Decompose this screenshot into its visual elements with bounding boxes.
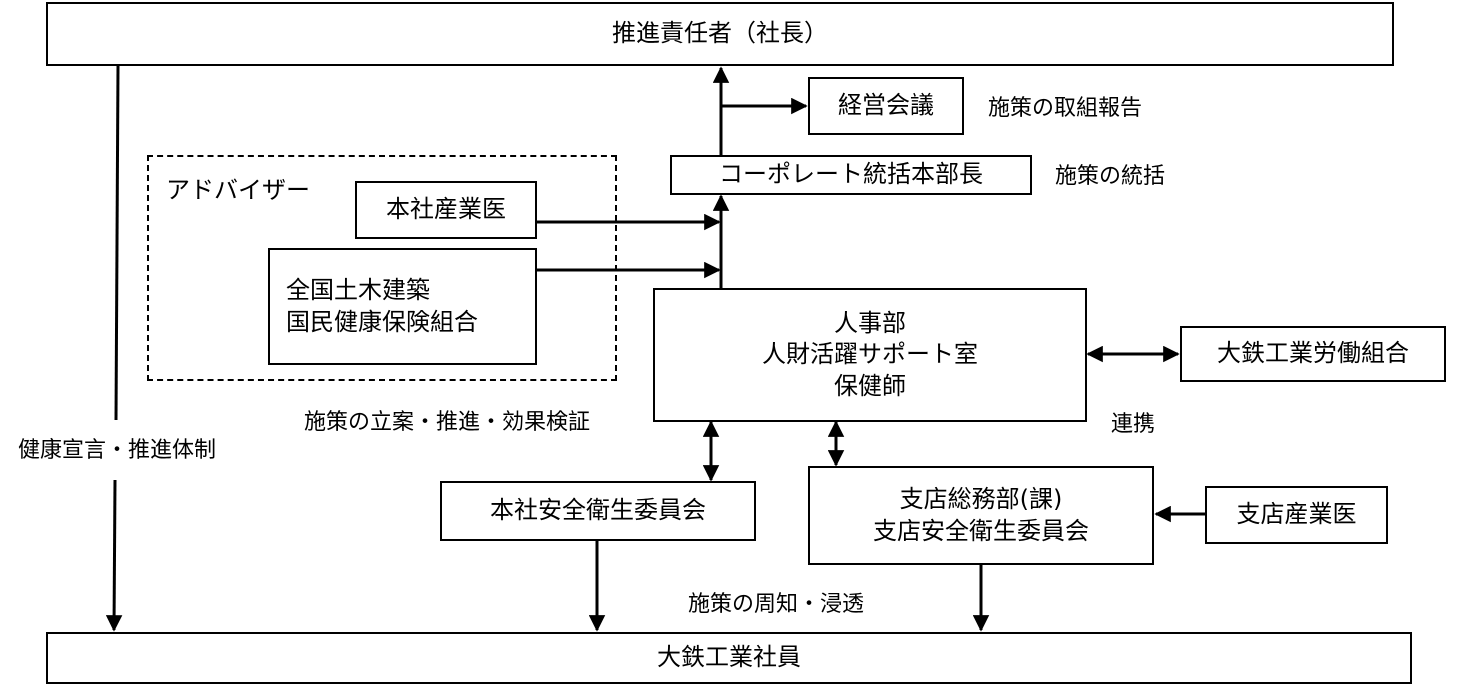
employees-label: 大鉄工業社員 — [657, 643, 801, 672]
management-meeting-label: 経営会議 — [838, 91, 934, 120]
hq-physician-label: 本社産業医 — [386, 195, 506, 224]
hq-safety-committee-label: 本社安全衛生委員会 — [490, 496, 706, 525]
health-union-box: 全国土木建築 国民健康保険組合 — [268, 248, 537, 365]
declaration-label: 健康宣言・推進体制 — [18, 428, 217, 468]
hr-line-1: 人事部 — [834, 309, 906, 338]
branch-physician-box: 支店産業医 — [1205, 486, 1388, 544]
adviser-label: アドバイザー — [166, 176, 310, 204]
branch-physician-label: 支店産業医 — [1236, 500, 1357, 529]
cooperation-label: 連携 — [1111, 412, 1156, 437]
hr-line-2: 人財活躍サポート室 — [762, 340, 978, 369]
report-label: 施策の取組報告 — [988, 96, 1143, 121]
employees-box: 大鉄工業社員 — [46, 632, 1412, 684]
health-union-line-2: 国民健康保険組合 — [286, 307, 478, 336]
management-meeting-box: 経営会議 — [808, 77, 964, 135]
hr-line-3: 保健師 — [834, 371, 906, 400]
dissemination-label: 施策の周知・浸透 — [688, 592, 865, 617]
top-leader-label: 推進責任者（社長） — [612, 19, 828, 48]
adviser-group — [147, 155, 617, 381]
hr-box: 人事部 人財活躍サポート室 保健師 — [653, 288, 1087, 422]
oversight-label: 施策の統括 — [1055, 164, 1166, 189]
labor-union-label: 大鉄工業労働組合 — [1217, 339, 1409, 368]
labor-union-box: 大鉄工業労働組合 — [1180, 326, 1446, 382]
hq-safety-committee-box: 本社安全衛生委員会 — [440, 481, 756, 541]
planning-label: 施策の立案・推進・効果検証 — [304, 410, 591, 435]
branch-box: 支店総務部(課) 支店安全衛生委員会 — [808, 466, 1154, 565]
hq-physician-box: 本社産業医 — [355, 181, 537, 239]
health-union-line-1: 全国土木建築 — [286, 276, 430, 305]
arrow-declaration-upper — [114, 65, 120, 421]
corporate-head-box: コーポレート統括本部長 — [670, 155, 1032, 195]
top-leader-box: 推進責任者（社長） — [46, 2, 1394, 66]
corporate-head-label: コーポレート統括本部長 — [719, 160, 983, 189]
branch-line-2: 支店安全衛生委員会 — [873, 516, 1089, 545]
branch-line-1: 支店総務部(課) — [899, 485, 1063, 514]
arrow-declaration-lower — [105, 479, 123, 632]
